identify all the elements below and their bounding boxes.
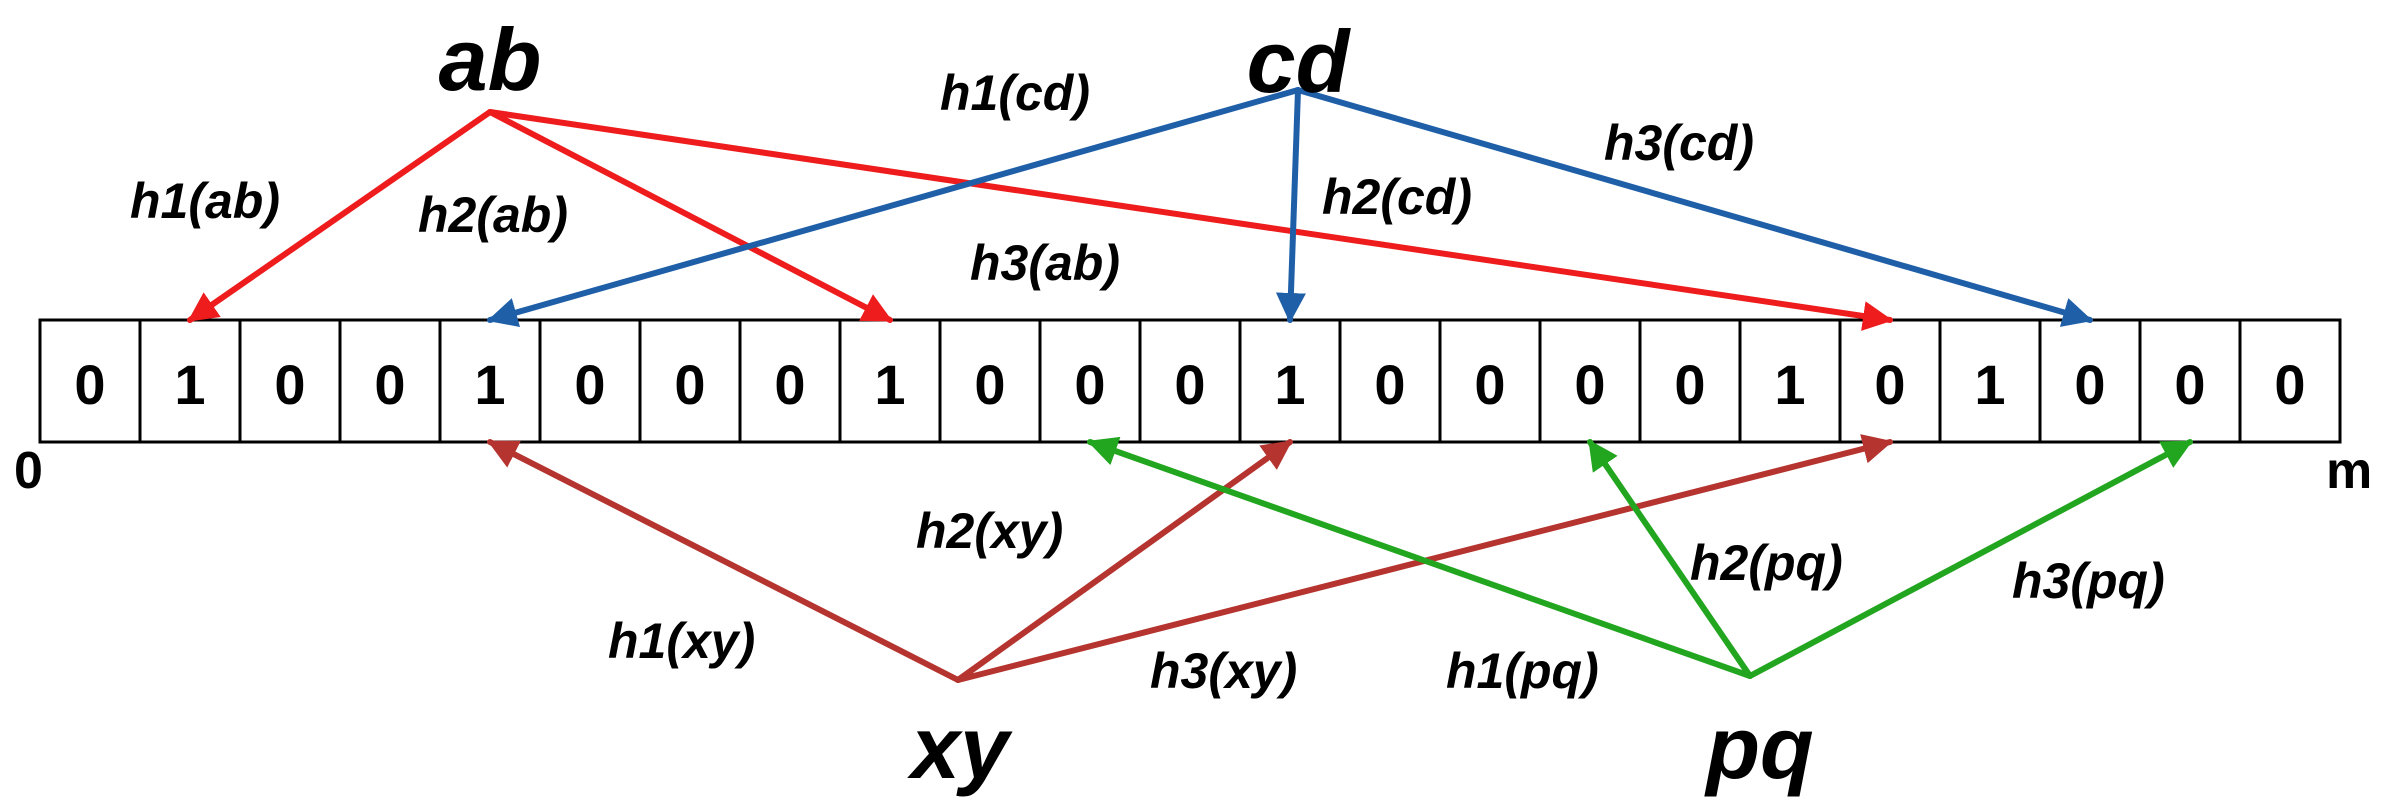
bit-cell: 0 — [738, 318, 842, 444]
bit-cell: 0 — [1338, 318, 1442, 444]
bit-cell: 0 — [38, 318, 142, 444]
bit-cell: 1 — [438, 318, 542, 444]
bit-value: 0 — [674, 353, 705, 416]
array-end-label: m — [2326, 442, 2372, 500]
bit-cell: 0 — [1838, 318, 1942, 444]
bit-cell: 0 — [238, 318, 342, 444]
bit-value: 0 — [2074, 353, 2105, 416]
hash-arrow — [1295, 87, 2093, 327]
hash-arrow — [487, 109, 1893, 331]
hash-arrow — [1275, 87, 1306, 323]
bit-value: 0 — [574, 353, 605, 416]
bit-array: 0 1 0 0 1 0 0 0 1 0 0 0 1 0 0 0 0 1 0 1 0 0 0 — [38, 318, 2342, 444]
hash-label: h1(cd) — [940, 65, 1090, 121]
bit-cell: 0 — [338, 318, 442, 444]
hash-arrows — [187, 87, 2193, 683]
bit-value: 0 — [1174, 353, 1205, 416]
bit-value: 0 — [2174, 353, 2205, 416]
hash-arrow — [487, 109, 893, 323]
bit-value: 1 — [1274, 353, 1305, 416]
bit-value: 0 — [274, 353, 305, 416]
hash-label: h2(pq) — [1690, 535, 1843, 591]
bit-value: 1 — [1774, 353, 1805, 416]
element-label: xy — [907, 698, 1013, 797]
bit-cell: 1 — [1738, 318, 1842, 444]
bit-cell: 0 — [2038, 318, 2142, 444]
bit-cell: 0 — [1138, 318, 1242, 444]
bit-cell: 1 — [1238, 318, 1342, 444]
hash-arrow — [187, 109, 493, 323]
bit-value: 0 — [2274, 353, 2305, 416]
bit-cell: 1 — [138, 318, 242, 444]
bit-cell: 0 — [638, 318, 742, 444]
bit-value: 0 — [774, 353, 805, 416]
bit-value: 0 — [1874, 353, 1905, 416]
array-start-label: 0 — [14, 442, 43, 500]
bit-value: 0 — [374, 353, 405, 416]
hash-label: h3(pq) — [2012, 553, 2165, 609]
hash-arrow — [1587, 439, 1753, 679]
bit-value: 1 — [474, 353, 505, 416]
bit-value: 0 — [1074, 353, 1105, 416]
bit-cell: 0 — [1038, 318, 1142, 444]
bit-value: 1 — [1974, 353, 2005, 416]
bit-value: 1 — [174, 353, 205, 416]
bit-cell: 0 — [1538, 318, 1642, 444]
hash-label: h3(cd) — [1604, 115, 1754, 171]
hash-arrow — [1087, 436, 1753, 679]
diagram-labels: 0 m h1(ab) h2(ab) h3(ab) ab h1(cd) h2(cd) h3(c… — [14, 10, 2372, 797]
bit-cell: 0 — [1438, 318, 1542, 444]
bit-value: 0 — [1674, 353, 1705, 416]
bit-cell: 1 — [838, 318, 942, 444]
element-label: pq — [1704, 698, 1814, 797]
hash-arrow — [487, 439, 961, 683]
hash-arrow — [955, 439, 1293, 683]
bit-value: 0 — [1374, 353, 1405, 416]
hash-arrow — [487, 87, 1301, 328]
bit-cell: 0 — [938, 318, 1042, 444]
bit-value: 0 — [1574, 353, 1605, 416]
bit-value: 1 — [874, 353, 905, 416]
element-label: cd — [1247, 12, 1352, 111]
hash-label: h2(cd) — [1322, 169, 1472, 225]
hash-label: h1(pq) — [1446, 643, 1599, 699]
hash-label: h3(xy) — [1150, 643, 1297, 699]
hash-label: h1(ab) — [130, 173, 280, 229]
hash-label: h2(ab) — [418, 187, 568, 243]
bit-cell: 0 — [2238, 318, 2342, 444]
bit-value: 0 — [974, 353, 1005, 416]
bit-value: 0 — [74, 353, 105, 416]
bit-cell: 0 — [1638, 318, 1742, 444]
bit-value: 0 — [1474, 353, 1505, 416]
bit-cell: 0 — [538, 318, 642, 444]
element-label: ab — [439, 10, 542, 109]
bit-cell: 0 — [2138, 318, 2242, 444]
hash-label: h2(xy) — [916, 503, 1063, 559]
hash-arrow — [1747, 439, 2193, 679]
bit-cell: 1 — [1938, 318, 2042, 444]
hash-label: h3(ab) — [970, 235, 1120, 291]
hash-label: h1(xy) — [608, 613, 755, 669]
